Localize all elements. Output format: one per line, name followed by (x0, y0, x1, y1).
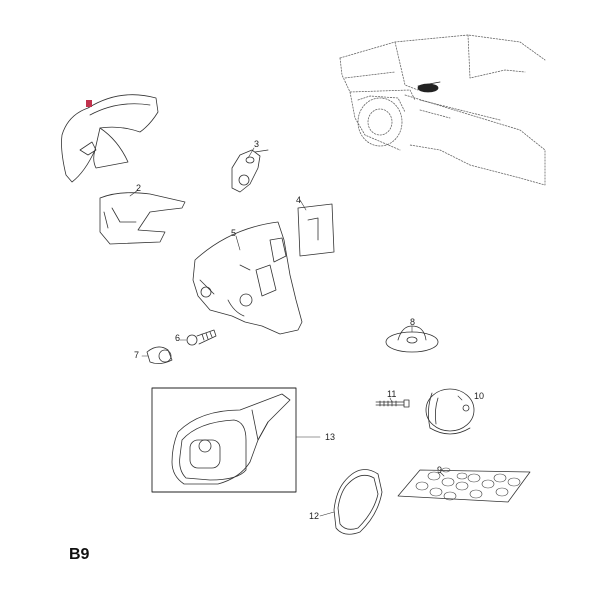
leader-lines (129, 147, 463, 517)
callout-8: 8 (410, 317, 416, 327)
car-illustration (339, 34, 546, 186)
part-13-frame (151, 387, 297, 493)
part-8-grommet (385, 325, 439, 353)
callout-5: 5 (231, 228, 237, 238)
part-6-screw (186, 329, 217, 346)
callout-7: 7 (134, 350, 140, 360)
part-13-glass-assembly (171, 393, 291, 485)
part-3-bracket (231, 149, 269, 193)
callout-12: 12 (309, 511, 320, 521)
callout-10: 10 (474, 391, 485, 401)
part-11-screw (375, 399, 410, 408)
part-10-motor (425, 388, 475, 435)
part-12-mirror-glass (333, 469, 383, 535)
part-5-mirror-base (192, 221, 303, 335)
callout-11: 11 (387, 389, 397, 399)
callout-4: 4 (296, 195, 302, 205)
callout-2: 2 (136, 183, 142, 193)
plate-code: B9 (69, 546, 90, 563)
car-mirror-highlight (417, 81, 441, 93)
part-2-housing-cap (99, 192, 186, 245)
part-9-heating-pad (397, 467, 531, 503)
callout-3: 3 (254, 139, 260, 149)
callout-9: 9 (437, 465, 443, 475)
part-4-pad (297, 203, 335, 257)
part-1-mirror-cover (61, 94, 159, 183)
callout-6: 6 (175, 333, 181, 343)
callout-13: 13 (325, 432, 336, 442)
part-7-plug (146, 346, 173, 364)
callout-1-highlighted: 1 (86, 100, 92, 107)
